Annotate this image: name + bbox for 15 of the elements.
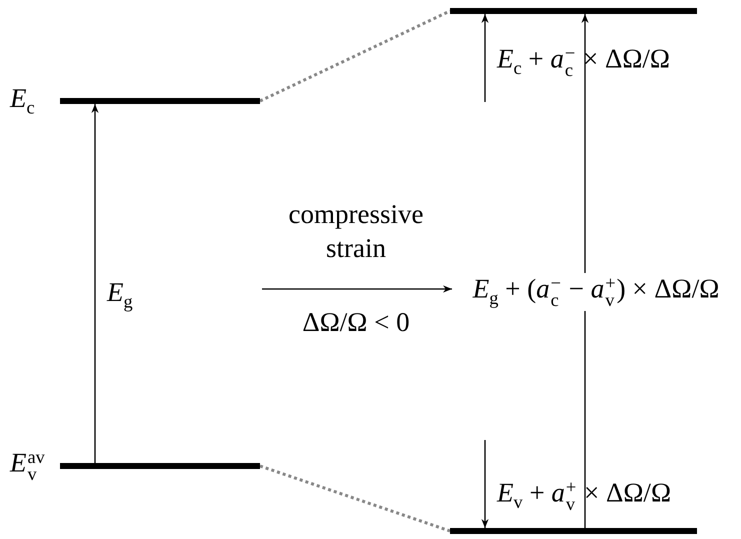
arrow: [481, 14, 489, 102]
energy-expression: E$_{v}$ + a$^{+}$$_{v}$ × ΔΩ/Ω: [497, 479, 672, 513]
energy-level-bar: [450, 528, 697, 534]
energy-level-bar: [60, 98, 260, 104]
level-label: E$_{c}$: [10, 85, 35, 117]
arrow: [581, 14, 589, 528]
energy-level-bar: [60, 463, 260, 469]
dotted-connector: [259, 10, 451, 102]
energy-expression: E$_{c}$ + a$^{−}$$_{c}$ × ΔΩ/Ω: [497, 45, 670, 79]
strain-condition: ΔΩ/Ω < 0: [302, 308, 410, 336]
arrow: [91, 104, 99, 463]
strain-label: compressive strain: [288, 198, 424, 265]
arrow: [481, 440, 489, 528]
energy-level-bar: [450, 8, 697, 14]
dotted-connector: [260, 464, 450, 532]
